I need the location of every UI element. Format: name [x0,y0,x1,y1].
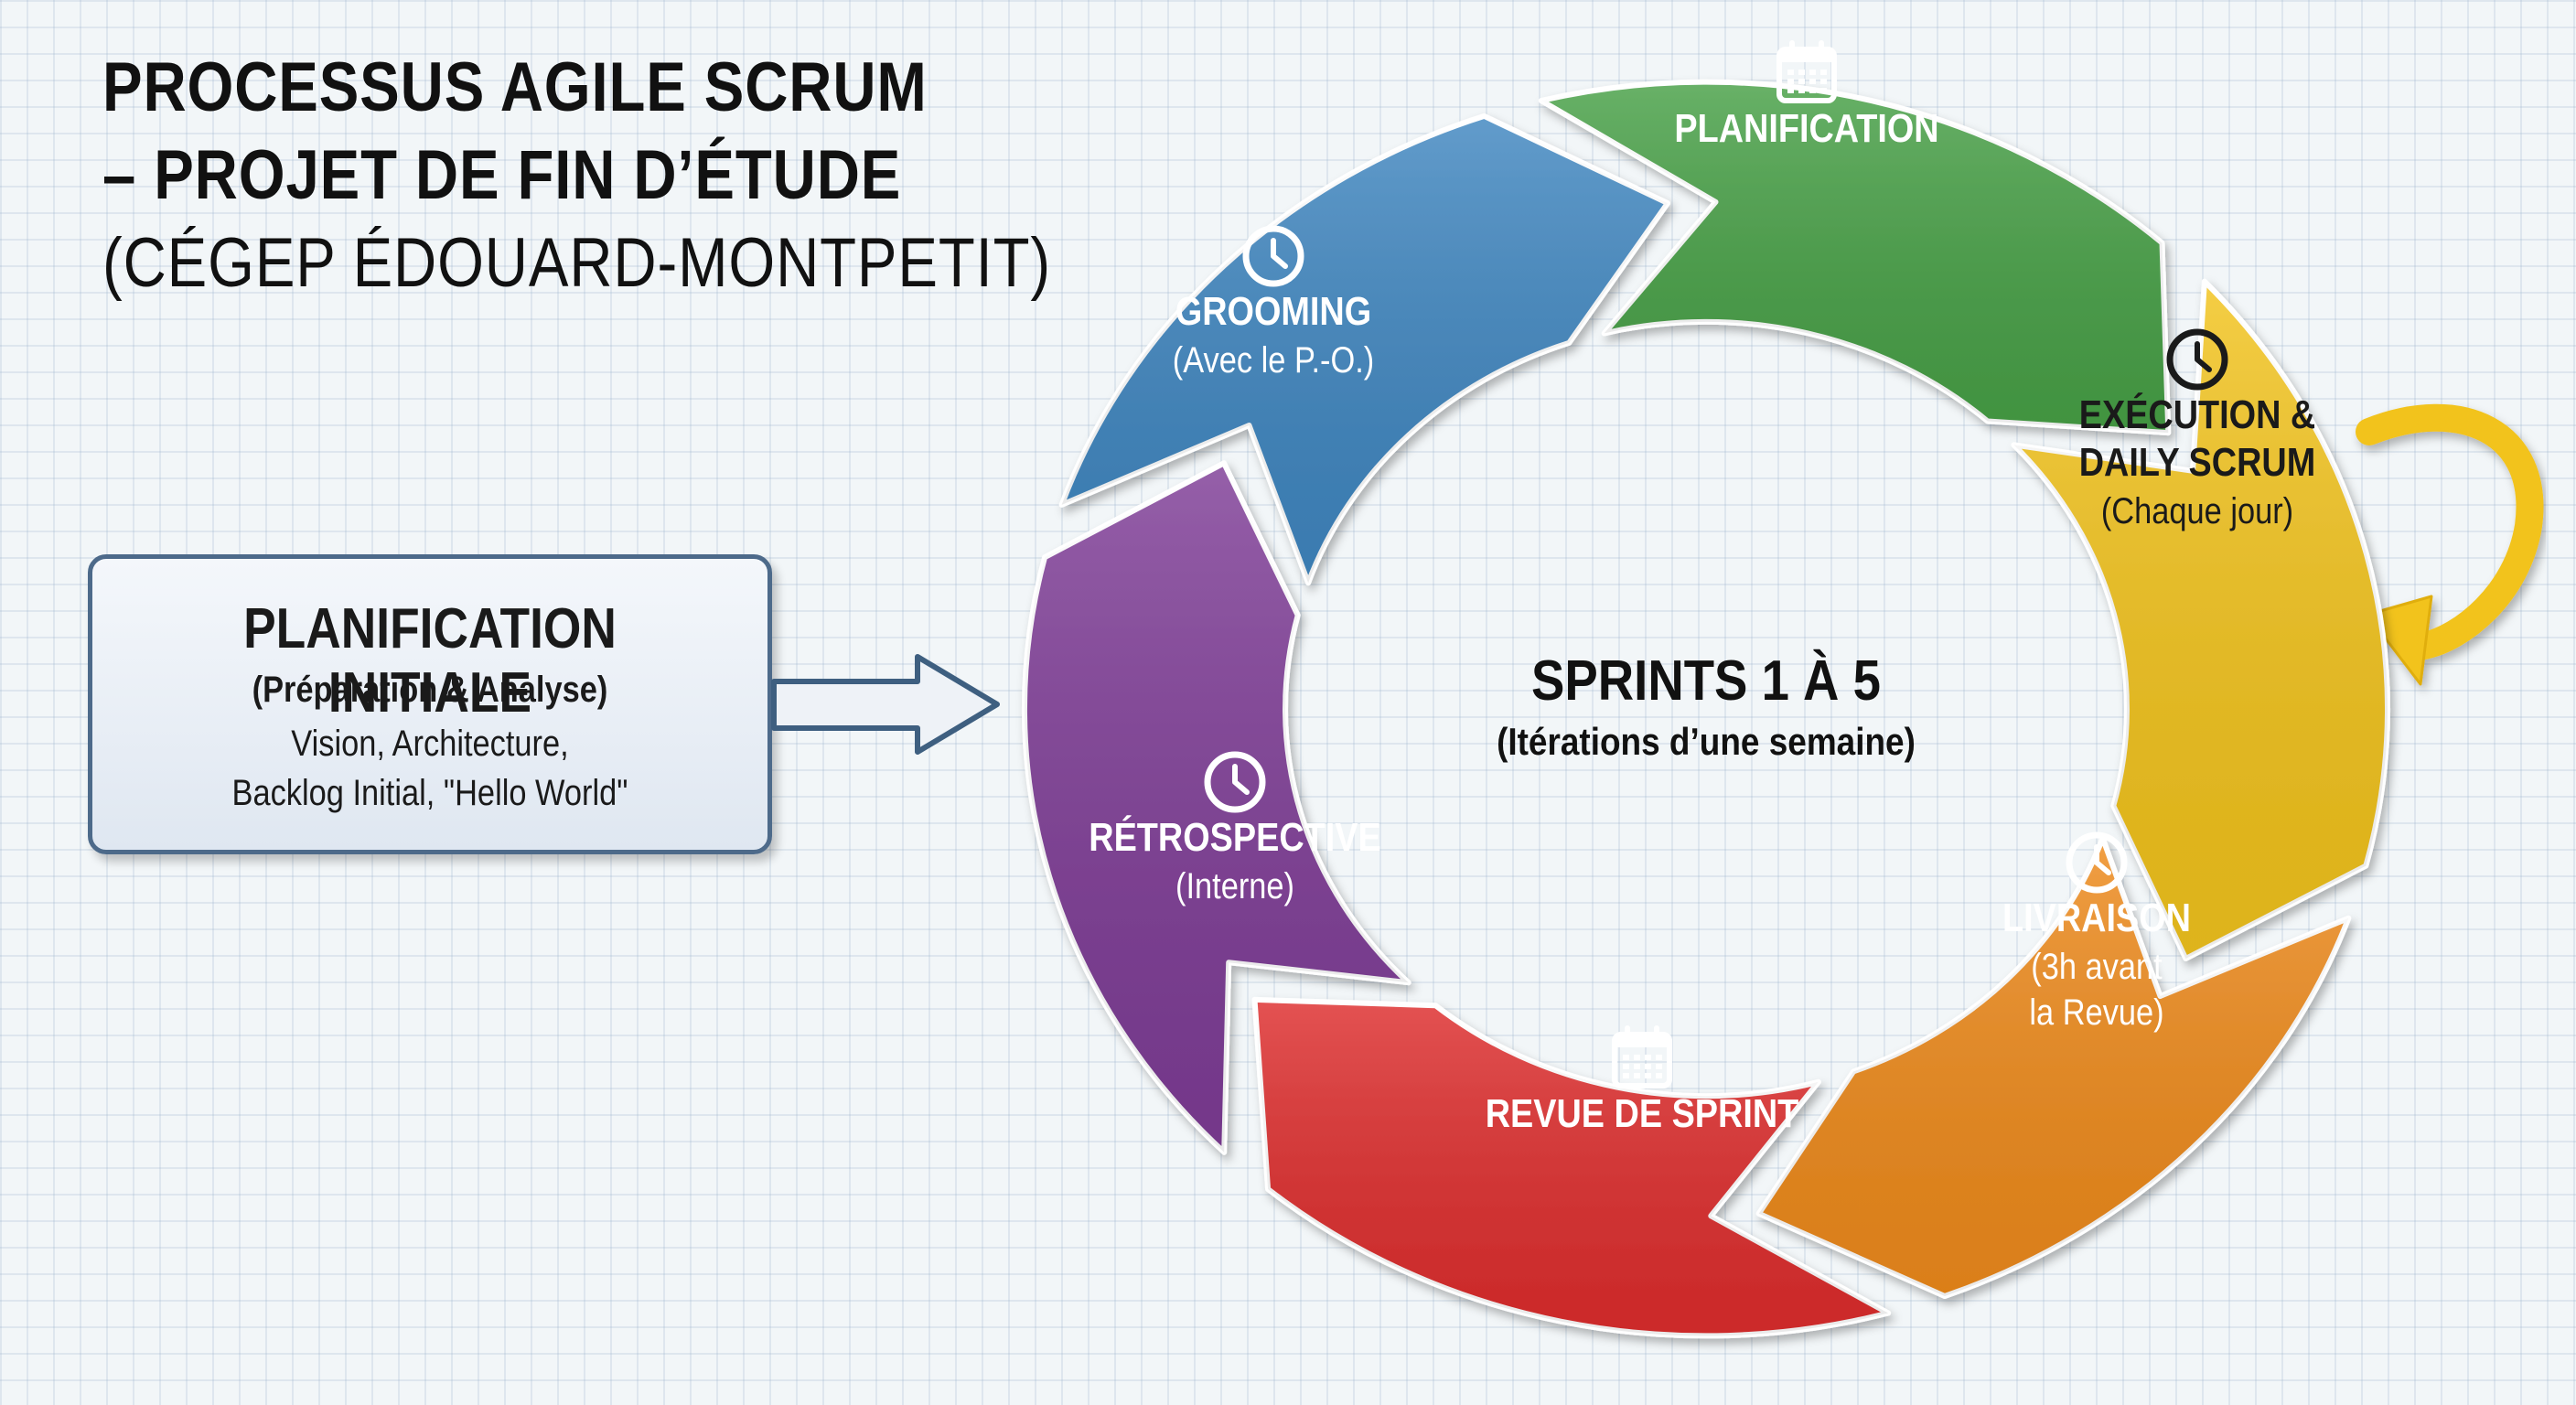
stage-subtitle-retrospective: (Interne) [1175,865,1294,906]
stage-title-livraison: LIVRAISON [2002,895,2191,939]
initial-planning-detail-1: Vision, Architecture, [291,724,569,764]
center-title: SPRINTS 1 À 5 [1531,649,1881,713]
stage-subtitle-livraison: (3h avant [2031,946,2163,987]
calendar-icon [1612,1025,1672,1089]
center-label: SPRINTS 1 À 5 (Itérations d’une semaine) [1497,649,1916,764]
stage-subtitle-grooming: (Avec le P.-O.) [1173,339,1374,381]
stage-label-grooming: GROOMING (Avec le P.-O.) [1173,225,1374,381]
calendar-icon [1776,40,1837,103]
stage-subtitle-2-livraison: la Revue) [2029,992,2163,1033]
stage-label-execution: EXÉCUTION &DAILY SCRUM (Chaque jour) [2079,328,2315,531]
segment-gloss-planification [1540,81,2169,434]
segment-retrospective [1021,460,1411,1155]
daily-loop-arrow [2356,403,2544,686]
clock-icon [2166,328,2228,391]
center-subtitle: (Itérations d’une semaine) [1497,721,1916,764]
segment-execution [2011,278,2390,961]
segment-gloss-revue [1254,999,1889,1336]
segment-livraison [1755,835,2352,1299]
segment-planification [1538,79,2172,436]
stage-label-retrospective: RÉTROSPECTIVE (Interne) [1089,751,1381,906]
stage-title-revue: REVUE DE SPRINT [1486,1090,1799,1135]
stage-title-grooming: GROOMING [1175,288,1371,333]
segment-gloss-livraison [1758,838,2349,1296]
segment-revue [1251,996,1892,1339]
stage-title-execution: EXÉCUTION & [2079,391,2315,436]
stage-label-livraison: LIVRAISON (3h avant la Revue) [2002,831,2191,1033]
cycle-segments [1021,79,2390,1339]
segment-grooming [1058,113,1670,586]
stage-subtitle-execution: (Chaque jour) [2101,490,2293,531]
title-line-2: – PROJET DE FIN D’ÉTUDE [102,136,902,214]
input-arrow [771,654,1000,755]
clock-icon [1204,751,1266,813]
stage-label-revue: REVUE DE SPRINT [1486,1025,1799,1136]
stage-title-retrospective: RÉTROSPECTIVE [1089,814,1380,859]
page-title: PROCESSUS AGILE SCRUM – PROJET DE FIN D’… [102,44,1051,307]
clock-icon [1242,225,1304,287]
clock-icon [2066,831,2128,894]
segment-gloss-execution [2013,281,2388,960]
title-line-3: (CÉGEP ÉDOUARD-MONTPETIT) [102,224,1052,302]
initial-planning-details: Vision, Architecture, Backlog Initial, "… [140,719,721,818]
initial-planning-subtitle: (Préparation & Analyse) [252,670,608,710]
cycle-labels: PLANIFICATION EXÉCUTION &DAILY SCRUM (Chaq… [1089,40,2315,1136]
initial-planning-title: PLANIFICATION INITIALE [243,597,617,724]
title-line-1: PROCESSUS AGILE SCRUM [102,48,928,126]
segment-gloss-retrospective [1024,463,1409,1153]
stage-title-planification: PLANIFICATION [1674,105,1938,150]
segment-gloss-grooming [1061,115,1668,584]
initial-planning-box: PLANIFICATION INITIALE (Préparation & An… [88,554,772,854]
stage-label-planification: PLANIFICATION [1674,40,1939,151]
initial-planning-detail-2: Backlog Initial, "Hello World" [231,773,628,813]
stage-title-2-execution: DAILY SCRUM [2079,439,2315,484]
